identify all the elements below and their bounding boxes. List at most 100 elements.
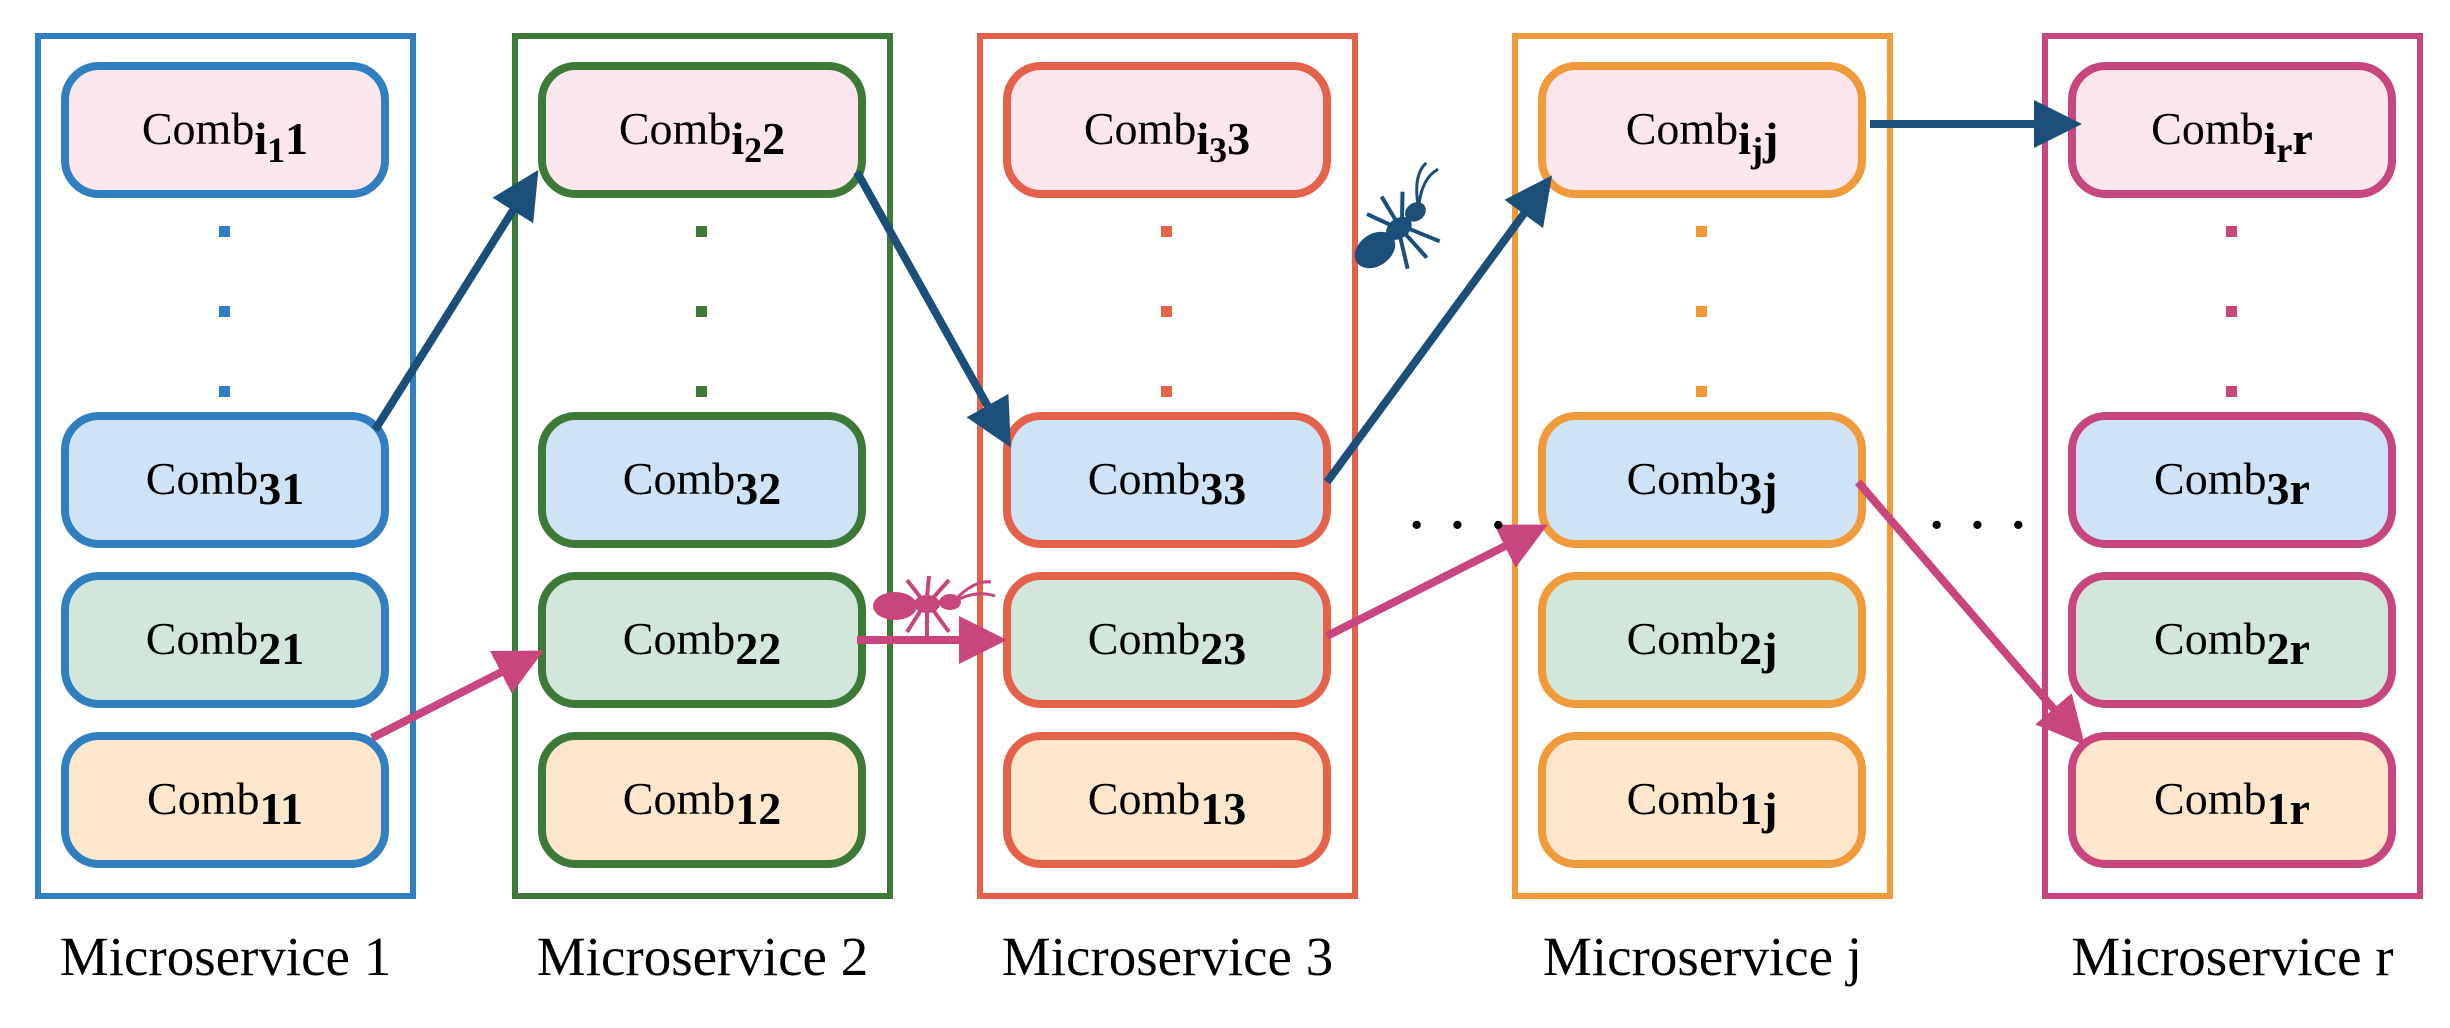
comb-prefix: Comb (1627, 773, 1739, 824)
comb-prefix: Comb (1627, 453, 1739, 504)
comb-label: Comb1j (1627, 773, 1778, 834)
comb-index: 11 (260, 783, 303, 834)
comb-prefix: Comb (146, 453, 258, 504)
comb-prefix: Comb (619, 103, 731, 154)
comb-index-main: i (2264, 113, 2277, 164)
comb-box: Comb12 (538, 732, 866, 868)
comb-prefix: Comb (147, 773, 259, 824)
vertical-dot (2226, 386, 2237, 397)
comb-box-top: Combi11 (61, 62, 389, 198)
path-arrow (371, 169, 539, 433)
vertical-dot (696, 386, 707, 397)
comb-index-sub: 2 (744, 130, 762, 170)
comb-index-sub: j (1750, 130, 1763, 170)
vertical-dot (2226, 306, 2237, 317)
comb-index-sub: 3 (1209, 130, 1227, 170)
comb-index: 2r (2267, 623, 2310, 674)
column-frame (1512, 33, 1893, 899)
arrows-layer (370, 100, 2085, 746)
comb-label: Combirr (2151, 103, 2313, 170)
comb-index-tail: 1 (285, 113, 308, 164)
comb-index-tail: 3 (1227, 113, 1250, 164)
comb-box-frame (61, 412, 389, 548)
comb-box: Comb2r (2068, 572, 2396, 708)
comb-box-top: Combirr (2068, 62, 2396, 198)
comb-index: 32 (735, 463, 781, 514)
path-arrow (1325, 524, 1548, 640)
comb-label: Comb21 (146, 613, 304, 674)
comb-label: Comb32 (623, 453, 781, 514)
comb-box-frame (1538, 732, 1866, 868)
comb-prefix: Comb (146, 613, 258, 664)
comb-label: Combijj (1626, 103, 1779, 170)
comb-label: Comb3j (1627, 453, 1778, 514)
comb-index-main: i (1196, 113, 1209, 164)
comb-box-frame (1538, 572, 1866, 708)
comb-box-top: Combi33 (1003, 62, 1331, 198)
microservice-label: Microservice 3 (1002, 926, 1333, 987)
comb-label: Comb13 (1088, 773, 1246, 834)
comb-label: Comb33 (1088, 453, 1246, 514)
comb-index: 33 (1200, 463, 1246, 514)
comb-index: 2j (1739, 623, 1777, 674)
comb-index: 1j (1739, 783, 1777, 834)
microservice-label: Microservice j (1543, 926, 1862, 987)
comb-box: Comb31 (61, 412, 389, 548)
comb-index: 31 (258, 463, 304, 514)
comb-box-frame (2068, 572, 2396, 708)
comb-label: Comb22 (623, 613, 781, 674)
comb-box: Comb22 (538, 572, 866, 708)
comb-prefix: Comb (623, 453, 735, 504)
comb-prefix: Comb (1088, 453, 1200, 504)
comb-index-tail: 2 (762, 113, 785, 164)
path-arrow (370, 650, 544, 742)
comb-index: 1r (2267, 783, 2310, 834)
microservice-label: Microservice 2 (537, 926, 868, 987)
comb-box: Comb23 (1003, 572, 1331, 708)
comb-index: 22 (735, 623, 781, 674)
comb-box: Comb33 (1003, 412, 1331, 548)
comb-label: Comb2j (1627, 613, 1778, 674)
comb-label: Comb12 (623, 773, 781, 834)
ant-icon-pink (873, 575, 996, 636)
comb-box: Comb11 (61, 732, 389, 868)
ellipsis-left: · · · (1405, 487, 1510, 564)
comb-box-top: Combi22 (538, 62, 866, 198)
comb-prefix: Comb (2154, 613, 2266, 664)
comb-box-frame (1003, 572, 1331, 708)
comb-label: Combi11 (142, 103, 308, 170)
comb-label: Combi33 (1084, 103, 1250, 170)
columns-layer: Combi11Comb31Comb21Comb11Combi22Comb32Co… (35, 33, 2423, 899)
comb-label: Comb23 (1088, 613, 1246, 674)
comb-prefix: Comb (1088, 613, 1200, 664)
column-frame (977, 33, 1358, 899)
comb-prefix: Comb (623, 773, 735, 824)
comb-box: Comb3r (2068, 412, 2396, 548)
vertical-dot (1696, 386, 1707, 397)
comb-box-frame (1538, 62, 1866, 198)
path-arrow (853, 170, 1011, 448)
path-arrow (1854, 479, 2085, 746)
comb-prefix: Comb (1627, 613, 1739, 664)
comb-box: Comb32 (538, 412, 866, 548)
comb-box-frame (61, 62, 389, 198)
vertical-dot (219, 306, 230, 317)
comb-box-frame (538, 412, 866, 548)
vertical-dot (2226, 226, 2237, 237)
vertical-dot (696, 226, 707, 237)
comb-prefix: Comb (1088, 773, 1200, 824)
ellipsis-right: · · · (1925, 487, 2030, 564)
comb-index: 3j (1739, 463, 1777, 514)
comb-prefix: Comb (1084, 103, 1196, 154)
comb-index-main: i (1738, 113, 1751, 164)
comb-box: Comb21 (61, 572, 389, 708)
comb-index-sub: 1 (267, 130, 285, 170)
comb-index: 12 (735, 783, 781, 834)
vertical-dot (1161, 386, 1172, 397)
comb-label: Comb11 (147, 773, 303, 834)
vertical-dot (1696, 306, 1707, 317)
